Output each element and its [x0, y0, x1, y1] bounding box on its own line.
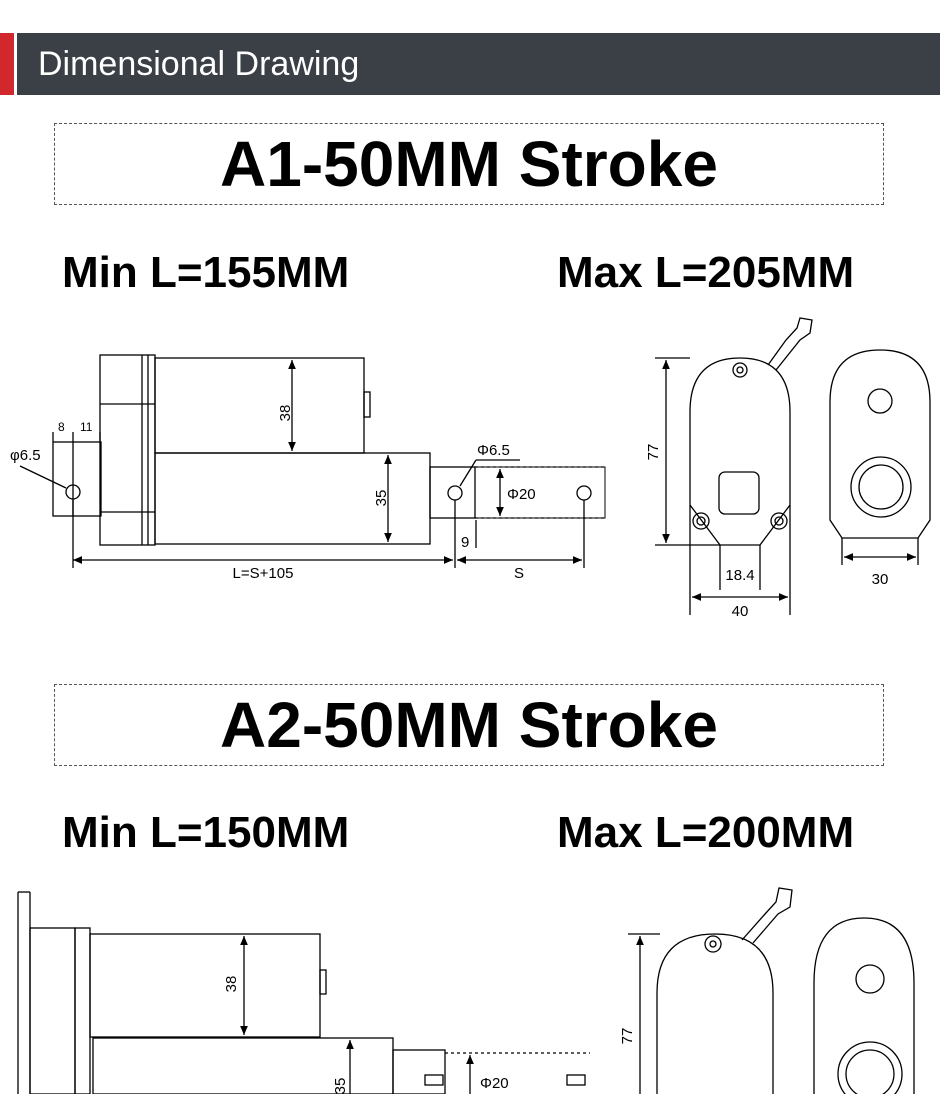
dim-8: 8	[58, 420, 65, 434]
min-length-a1: Min L=155MM	[62, 248, 350, 297]
end-housing-a2	[813, 917, 915, 1094]
dimensional-drawing-a1: 38 35 φ6.5 8 11 Φ6.5 Φ20 9 L=S+105 S 77 …	[10, 317, 931, 620]
dim-body-height: 35	[373, 490, 390, 507]
header-title: Dimensional Drawing	[38, 45, 360, 83]
rear-clevis	[52, 441, 102, 517]
stroke-hole	[576, 485, 592, 501]
stroke-title-box-a1: A1-50MM Stroke	[54, 123, 884, 205]
gearbox	[74, 927, 91, 1094]
dim-height: 77	[645, 444, 662, 461]
gearbox	[99, 354, 156, 546]
cable	[767, 317, 813, 371]
dim-rear-hole: φ6.5	[10, 447, 41, 464]
dim-motor-height: 38	[277, 405, 294, 422]
rear-hole	[65, 484, 81, 500]
dim-depth: 30	[872, 571, 889, 588]
max-length-a1: Max L=205MM	[557, 248, 855, 297]
dim-height-a2: 77	[619, 1028, 636, 1045]
side-view-a2	[17, 891, 590, 1094]
front-hole	[447, 485, 463, 501]
stroke-title-a1: A1-50MM Stroke	[220, 128, 718, 200]
dim-mid: 18.4	[725, 567, 754, 584]
section-header: Dimensional Drawing	[0, 33, 940, 95]
rod-end	[429, 466, 476, 519]
end-housing	[829, 349, 931, 539]
dim-length: L=S+105	[233, 565, 294, 582]
header-accent-bar	[0, 33, 14, 95]
dim-stroke: S	[514, 565, 524, 582]
end-view-a2	[813, 917, 915, 1094]
dim-motor-height-a2: 38	[223, 976, 240, 993]
front-housing	[689, 357, 791, 546]
dimensional-drawing-a2: 38 35 Φ20 77	[17, 887, 915, 1094]
stroke-title-a2: A2-50MM Stroke	[220, 689, 718, 761]
dim-rod: Φ20	[507, 486, 536, 503]
front-housing-a2	[656, 933, 774, 1094]
max-length-a2: Max L=200MM	[557, 808, 855, 857]
header-accent-gap	[14, 33, 17, 95]
rod-end	[392, 1049, 446, 1094]
dim-rod-a2: Φ20	[480, 1075, 509, 1092]
dim-11: 11	[80, 420, 93, 434]
front-view-a2	[628, 887, 793, 1094]
dim-width: 40	[732, 603, 749, 620]
min-length-a2: Min L=150MM	[62, 808, 350, 857]
dim-body-height-a2: 35	[332, 1078, 349, 1094]
motor	[154, 357, 365, 454]
side-view-a1	[19, 354, 606, 568]
dim-9: 9	[461, 534, 469, 551]
cable-a2	[741, 887, 793, 944]
dim-front-hole: Φ6.5	[477, 442, 510, 459]
front-view-a1	[655, 317, 813, 615]
end-view-a1	[829, 349, 931, 565]
motor	[89, 933, 321, 1038]
stroke-title-box-a2: A2-50MM Stroke	[54, 684, 884, 766]
mount-bracket	[29, 927, 76, 1094]
